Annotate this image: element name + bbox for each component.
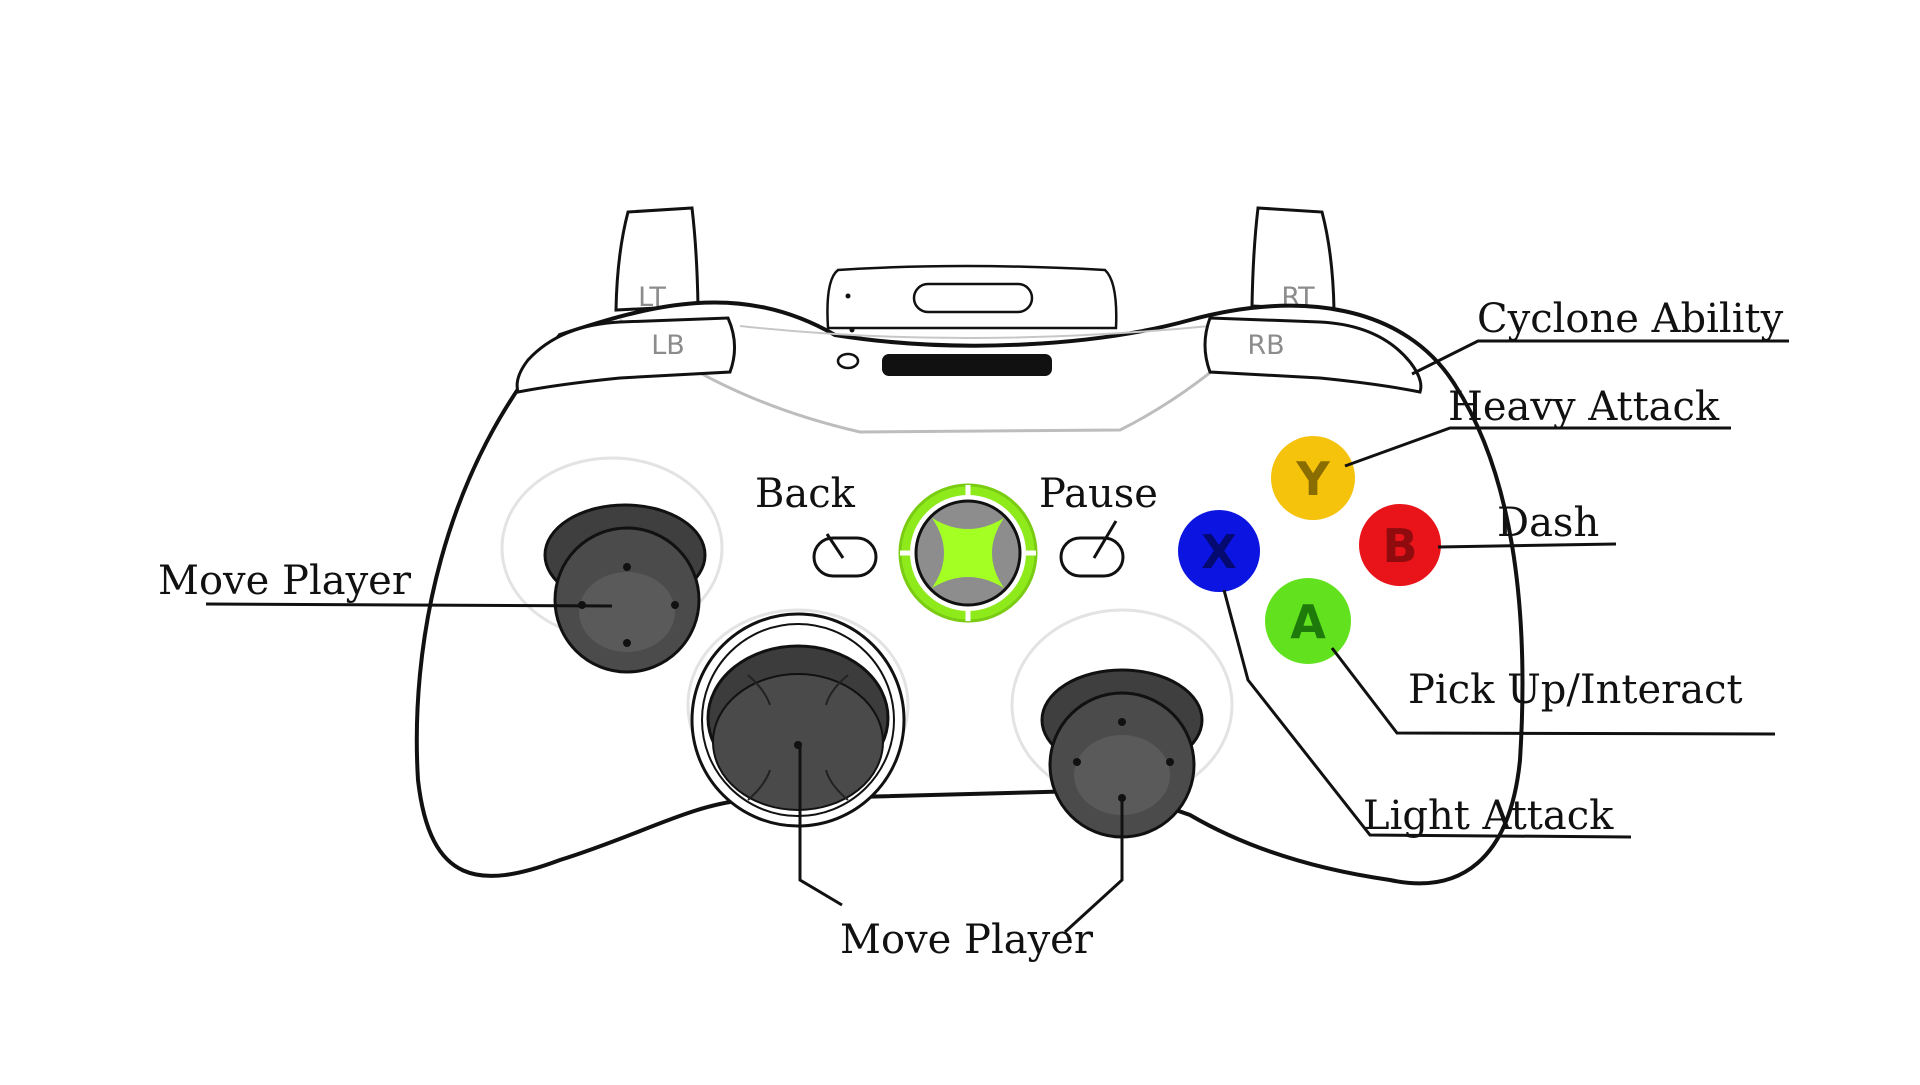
a-button-letter: A (1290, 595, 1326, 649)
d-pad (690, 612, 906, 828)
leader-dash (1437, 542, 1617, 549)
label-move-player-bottom: Move Player (840, 917, 1094, 963)
left-bumper: LB (515, 316, 736, 394)
label-move-player-left: Move Player (158, 558, 412, 604)
battery-bay (826, 264, 1118, 333)
leader-light-attack (1222, 589, 1632, 839)
leader-move-player-left (205, 602, 613, 608)
leader-move-player-bottom (798, 742, 843, 907)
label-pause: Pause (1039, 471, 1158, 517)
label-cyclone-ability: Cyclone Ability (1477, 296, 1784, 342)
leader-move-player-bottom-right (1063, 800, 1124, 934)
label-heavy-attack: Heavy Attack (1448, 384, 1720, 430)
right-bumper: RB (1203, 316, 1423, 394)
leader-heavy-attack (1344, 426, 1731, 468)
label-back: Back (755, 471, 856, 517)
a-button: A (1265, 578, 1351, 664)
right-thumbstick (1040, 668, 1204, 839)
label-light-attack: Light Attack (1363, 793, 1614, 839)
label-dash: Dash (1497, 500, 1599, 546)
start-button (1059, 536, 1125, 578)
x-button: X (1178, 510, 1260, 592)
right-bumper-label: RB (1247, 330, 1284, 361)
guide-x-icon (932, 518, 1004, 588)
b-button-letter: B (1382, 519, 1417, 573)
right-trigger: RT (1250, 206, 1336, 313)
x-button-letter: X (1201, 525, 1236, 579)
label-pick-up-interact: Pick Up/Interact (1408, 667, 1743, 713)
y-button-letter: Y (1295, 452, 1330, 506)
leader-pause (1092, 520, 1118, 559)
left-thumbstick (543, 503, 707, 674)
leader-cyclone-ability (1411, 339, 1789, 376)
left-trigger: LT (614, 206, 700, 313)
leader-back (825, 533, 845, 559)
leader-pick-up-interact (1330, 647, 1776, 736)
left-bumper-label: LB (651, 330, 685, 361)
guide-button (898, 483, 1038, 623)
expansion-port (836, 352, 1052, 376)
b-button: B (1359, 504, 1441, 586)
y-button: Y (1271, 436, 1355, 520)
back-button (812, 536, 878, 578)
